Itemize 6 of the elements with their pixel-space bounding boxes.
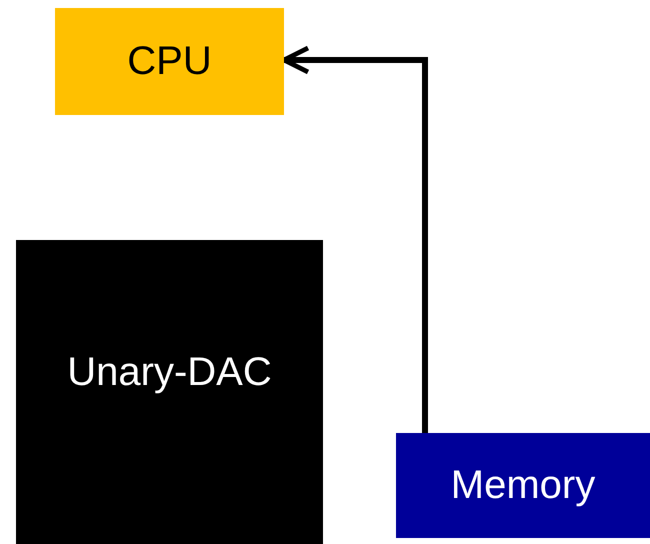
box-label: Memory — [450, 463, 596, 508]
converter-block — [16, 240, 323, 544]
memory-box — [396, 433, 650, 538]
box-label: Unary-DAC — [67, 350, 272, 394]
processor-box — [55, 8, 284, 115]
box-label: CPU — [127, 39, 212, 84]
